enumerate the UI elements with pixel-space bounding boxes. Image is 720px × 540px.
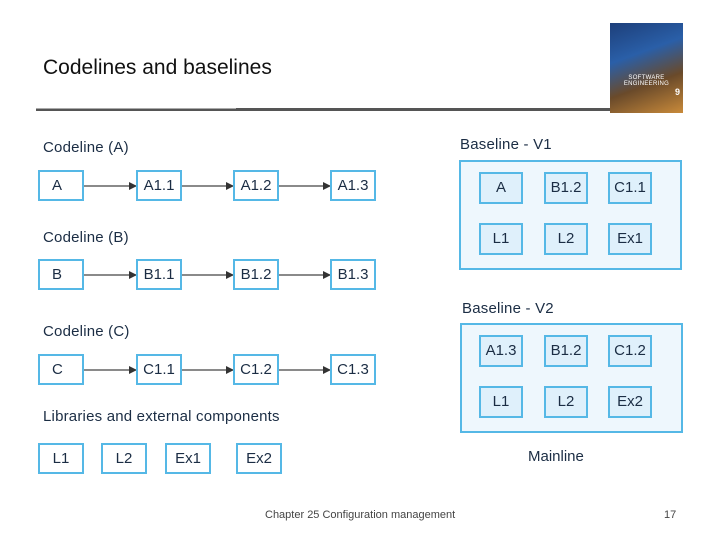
baseline-v1-item-a: A xyxy=(479,172,523,204)
slide-title: Codelines and baselines xyxy=(43,56,272,79)
libraries-header: Libraries and external components xyxy=(43,408,280,425)
codeline-a-header: Codeline (A) xyxy=(43,139,129,156)
codeline-b-node-2: B1.2 xyxy=(233,259,279,290)
baseline-v1-item-l1: L1 xyxy=(479,223,523,255)
book-cover-image: SOFTWARE ENGINEERING 9 xyxy=(610,23,683,113)
slide-page-number: 17 xyxy=(664,509,677,521)
codeline-b-header: Codeline (B) xyxy=(43,229,129,246)
baseline-v1-item-ex1: Ex1 xyxy=(608,223,652,255)
baseline-v1-header: Baseline - V1 xyxy=(460,136,552,153)
mainline-label: Mainline xyxy=(528,448,584,465)
book-cover-edition: 9 xyxy=(674,87,680,97)
baseline-v2-item-l2: L2 xyxy=(544,386,588,418)
codeline-c-node-0: C xyxy=(38,354,84,385)
codeline-c-node-3: C1.3 xyxy=(330,354,376,385)
baseline-v2-item-b1-2: B1.2 xyxy=(544,335,588,367)
codeline-c-node-1: C1.1 xyxy=(136,354,182,385)
library-item-ex2: Ex2 xyxy=(236,443,282,474)
title-rule xyxy=(36,108,612,111)
codeline-a-node-1: A1.1 xyxy=(136,170,182,201)
baseline-v2-header: Baseline - V2 xyxy=(462,300,554,317)
codeline-c-node-2: C1.2 xyxy=(233,354,279,385)
baseline-v2-item-l1: L1 xyxy=(479,386,523,418)
slide-footer: Chapter 25 Configuration management xyxy=(265,509,456,521)
baseline-v1-item-b1-2: B1.2 xyxy=(544,172,588,204)
library-item-l2: L2 xyxy=(101,443,147,474)
codeline-b-node-1: B1.1 xyxy=(136,259,182,290)
baseline-v1-item-l2: L2 xyxy=(544,223,588,255)
baseline-v2-item-c1-2: C1.2 xyxy=(608,335,652,367)
codeline-b-node-3: B1.3 xyxy=(330,259,376,290)
book-cover-title: SOFTWARE ENGINEERING xyxy=(623,75,670,87)
codeline-b-node-0: B xyxy=(38,259,84,290)
baseline-v1-item-c1-1: C1.1 xyxy=(608,172,652,204)
baseline-v2-item-a1-3: A1.3 xyxy=(479,335,523,367)
codeline-a-node-3: A1.3 xyxy=(330,170,376,201)
title-rule-highlight xyxy=(36,108,236,109)
baseline-v2-item-ex2: Ex2 xyxy=(608,386,652,418)
codeline-a-node-0: A xyxy=(38,170,84,201)
library-item-l1: L1 xyxy=(38,443,84,474)
codeline-a-node-2: A1.2 xyxy=(233,170,279,201)
codeline-c-header: Codeline (C) xyxy=(43,323,130,340)
library-item-ex1: Ex1 xyxy=(165,443,211,474)
